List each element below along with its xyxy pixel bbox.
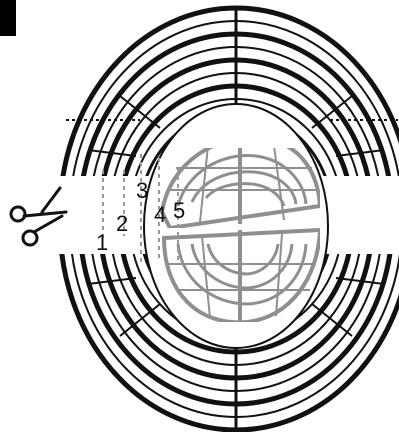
cut-label-1: 1 xyxy=(96,230,114,256)
scissors-icon xyxy=(11,188,66,245)
corner-marker xyxy=(0,0,16,36)
cut-label-3: 3 xyxy=(136,178,154,204)
cut-label-2: 2 xyxy=(116,211,134,237)
cut-label-4: 4 xyxy=(154,202,172,228)
cut-label-5: 5 xyxy=(173,198,191,224)
